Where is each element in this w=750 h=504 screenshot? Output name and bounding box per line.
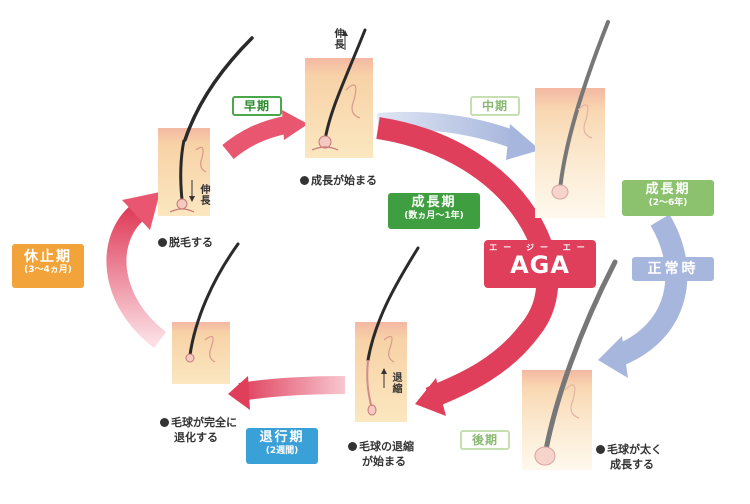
phase-middle-badge: 中期 [470,96,520,116]
annotation-grow-left: 伸長 [198,184,209,206]
phase-early-badge: 早期 [232,96,282,116]
phase-growth-label: 成長期 [645,182,691,197]
normal-badge: 正常時 [632,257,714,281]
arrow-head-bottom [228,376,250,410]
hair-card-late [522,259,618,470]
hair-card-retraction [355,246,420,422]
phase-growth-aga-label: 成長期 [411,195,457,210]
hair-card-growth-start [305,28,373,158]
arrow-retraction-to-complete [238,376,346,401]
caption-bulb-thick: 毛球が太く 成長する [596,443,662,473]
phase-regression-label: 退行期 [259,430,305,445]
phase-rest-duration: (3〜4ヵ月) [24,265,72,276]
phase-growth-aga-duration: (数ヵ月〜1年) [404,210,464,221]
phase-growth-badge: 成長期 (2〜6年) [622,180,714,216]
caption-shedding: 脱毛する [158,236,213,251]
arrow-head-middle [506,124,540,160]
annotation-retract: 退縮 [390,372,401,394]
phase-rest-label: 休止期 [24,249,72,265]
arrow-head-late [598,336,628,378]
hair-card-middle [535,20,610,218]
annotation-grow-top: 伸長 [332,28,343,50]
phase-growth-duration: (2〜6年) [648,197,688,208]
aga-badge: エー ジー エー AGA [484,240,596,288]
aga-label: AGA [510,251,570,280]
caption-growth-start: 成長が始まる [300,174,377,189]
caption-bulb-shrink: 毛球の退縮 が始まる [348,440,414,470]
arrow-head-top [282,110,308,140]
aga-furigana: エー ジー エー [489,243,591,252]
hair-card-shedding [158,36,254,216]
arrow-aga-arc [376,117,559,409]
phase-late-badge: 後期 [460,430,510,450]
arrow-rest-to-shedding [106,204,167,348]
arrow-normal-arc [615,214,688,366]
phase-growth-aga-badge: 成長期 (数ヵ月〜1年) [388,193,480,229]
hair-card-complete [172,242,240,384]
phase-rest-badge: 休止期 (3〜4ヵ月) [12,244,84,288]
arrow-head-rest [122,192,160,230]
arrow-shedding-to-growth [222,116,288,160]
phase-regression-duration: (2週間) [265,445,299,456]
caption-bulb-complete: 毛球が完全に 退化する [160,416,237,446]
arrow-head-aga [415,378,446,416]
phase-regression-badge: 退行期 (2週間) [246,428,318,464]
